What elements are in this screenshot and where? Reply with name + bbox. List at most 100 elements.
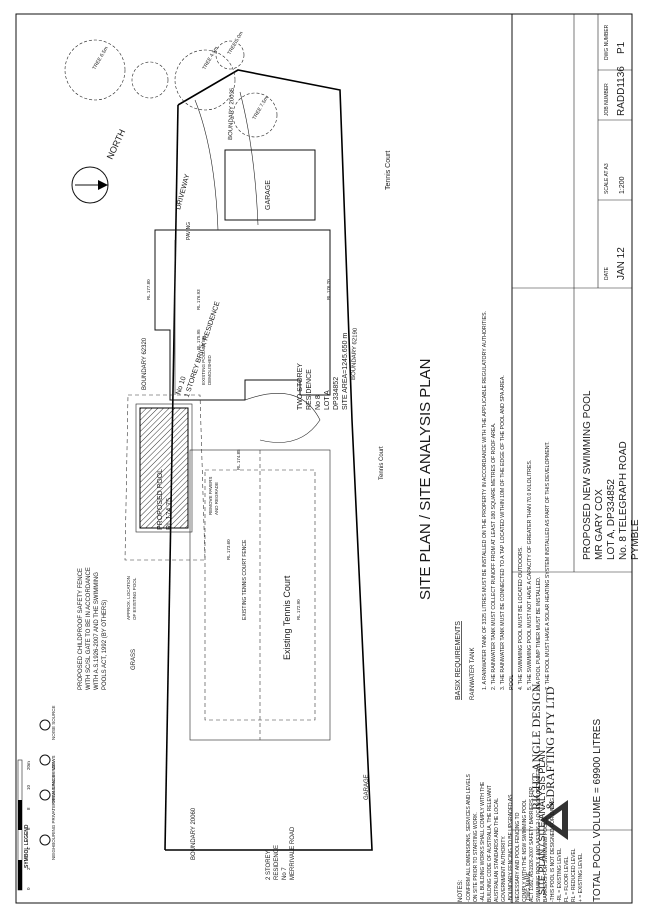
date-label: DATE <box>604 266 610 280</box>
paving-label: PAVING <box>186 222 192 240</box>
scale-value: 1:200 <box>619 176 626 194</box>
scale-tick-label: 4 <box>26 847 31 850</box>
trees <box>64 39 278 138</box>
note-line: GOVERNMENT AUTHORITY. <box>501 836 507 903</box>
basix-pool-title: POOL <box>509 675 515 690</box>
boundary-right-label: BOUNDARY 62190 <box>351 327 359 380</box>
note-line: -RL = EXISTING LEVEL <box>557 848 563 902</box>
approx-pool-1: APPROX. LOCATION <box>126 576 131 620</box>
notes-title: NOTES: <box>458 879 464 902</box>
driveway <box>194 91 259 231</box>
approx-pool-2: OF EXISTING POOL <box>132 577 137 620</box>
tree-label-2: TREE 4.5m <box>202 46 220 71</box>
existing-tennis-fence-label: EXISTING TENNIS COURT FENCE <box>242 539 248 620</box>
existing-pool-demolish-2: DEMOLISHED <box>207 354 212 385</box>
fence-note-1: PROPOSED CHILDPROOF SAFETY FENCE <box>78 568 84 690</box>
residence-label-2: RESIDENCE <box>306 369 313 410</box>
total-pool-volume: TOTAL POOL VOLUME = 69900 LITRES <box>592 719 603 902</box>
rl-level-label: RL 172.90 <box>296 599 301 620</box>
existing-tennis-court <box>189 449 331 741</box>
firm-logo <box>540 800 568 840</box>
garage-2-label: GARAGE <box>364 774 370 800</box>
north-label: NORTH <box>105 128 128 161</box>
residence-label-3: No 8 <box>315 395 322 410</box>
note-line: SWIMMING POOLS AND AS1926.2-LOCATION OF … <box>536 765 542 902</box>
note-line: FL = FLOOR LEVEL <box>564 856 570 902</box>
basix-rainwater-item: 2. THE RAINWATER TANK MUST COLLECT RUNOF… <box>491 423 497 690</box>
neighbour-bottom-4: MERRIVALE ROAD <box>290 826 296 880</box>
proposed-pool-label: PROPOSED POOL <box>157 469 164 530</box>
remove-pavers-2: AND REGRADE <box>214 482 219 515</box>
tree-label-3: TREE 7.5m <box>252 96 270 121</box>
scale-label: SCALE AT A3 <box>604 163 610 194</box>
neighbour-bottom-1: 2 STOREY <box>266 850 272 880</box>
dwg-name-label: DWG NAME <box>526 871 532 900</box>
basix-pool-item: 7. THE POOL MUST HAVE A SOLAR HEATING SY… <box>545 441 551 690</box>
proposed-pool-rl: RL 174.75 <box>166 498 173 530</box>
fence-note-4: POOLS ACT, 1992 (BY OTHERS) <box>102 600 108 690</box>
boundary-top-label: BOUNDARY 20035 <box>228 87 236 140</box>
boundary-left-label: BOUNDARY 20060 <box>191 807 197 860</box>
noise-source-icon <box>39 719 51 731</box>
rl-level-label: RL 173.60 <box>226 539 231 560</box>
job-label: JOB NUMBER <box>604 83 610 116</box>
north-arrow: NORTH <box>71 128 128 204</box>
pool-safety-fence <box>124 394 206 561</box>
title-block: DWG NAME SITE PLAN / SITE ANALYSIS PLAN … <box>511 13 641 904</box>
basix-pool-item: 5. THE SWIMMING POOL MUST NOT HAVE A CAP… <box>527 460 533 690</box>
residence-label: TWO STOREY RESIDENCE No 8 LOT A DP334852… <box>297 333 349 410</box>
boundary-mid-label: BOUNDARY 62320 <box>142 337 148 390</box>
proposed-pool <box>135 403 193 533</box>
grass-label: GRASS <box>131 649 137 670</box>
scale-tick-label: 2 <box>26 867 31 870</box>
scale-tick-label: 8 <box>26 807 31 810</box>
existing-tennis-court-label: Existing Tennis Court <box>282 575 292 660</box>
note-line: ACT 1992, AS1926-2007 SAFETY BARRIERS FO… <box>529 786 535 902</box>
tennis-court-bottom: Tennis Court <box>379 446 385 480</box>
basix-pool-item: 6. A POOL PUMP TIMER MUST BE INSTALLED. <box>536 577 542 690</box>
note-line: RL = REDUCED LEVEL <box>571 848 577 902</box>
rl-level-label: RL 176.93 <box>196 289 201 310</box>
legend-item-2: PREVAILING WINDS <box>51 762 56 805</box>
residence-label-4: LOT A <box>324 390 331 410</box>
fence-note-3: WITH A.S.1926-2007 AND THE SWIMMING <box>94 572 100 690</box>
scale-bar <box>17 759 23 891</box>
driveway-label: DRIVEWAY <box>175 173 191 210</box>
basix-rainwater-item: 1. A RAINWATER TANK OF 3325 LITRES MUST … <box>482 311 488 690</box>
symbol-legend: SYMBOL LEGEND NEIGHBOURING PRIVATE OPEN … <box>24 705 56 868</box>
scale-tick-label: 20m <box>26 761 31 770</box>
date-value: JAN 12 <box>616 247 627 280</box>
rl-level-label: RL 175.95 <box>196 329 201 350</box>
rl-level-label: RL 174.85 <box>236 449 241 470</box>
note-line: -BOUNDARY FENCING TO BE UPGRADED AS <box>508 794 514 902</box>
notes-lines: -CONFIRM ALL DIMENSIONS, SERVICES AND LE… <box>466 765 584 902</box>
rl-level-label: RL 176.20 <box>326 279 331 300</box>
legend-item-3: VIEWS <box>51 755 56 770</box>
rainwater-title: RAINWATER TANK <box>470 648 476 700</box>
wind-icon <box>39 789 51 801</box>
firm-name-line2: & DRAFTING PTY LTD <box>543 686 557 810</box>
remove-pavers-1: REMOVE PAVERS <box>208 477 213 515</box>
legend-item-1: NEIGHBOURING PRIVATE OPEN SPACE <box>51 775 56 860</box>
scale-tick-label: 10 <box>26 784 31 790</box>
tree-label-1: TREE 6.5m <box>92 46 110 71</box>
drawing-title: SITE PLAN / SITE ANALYSIS PLAN <box>417 359 434 600</box>
note-line: AUSTRALIAN STANDARDS AND THE LOCAL <box>494 798 500 902</box>
garden-curve <box>244 393 321 443</box>
existing-pool-demolish-1: EXISTING POOL TO BE <box>201 336 206 385</box>
residence-label-1: TWO STOREY <box>297 363 304 410</box>
scale-tick-label: 0 <box>26 887 31 890</box>
basix-rainwater-item: 3. THE RAINWATER TANK MUST BE CONNECTED … <box>500 375 506 690</box>
basix-lines: 1. A RAINWATER TANK OF 3325 LITRES MUST … <box>482 311 551 690</box>
project-line-5: PYMBLE <box>630 519 641 560</box>
firm-name-line1: RIGHT ANGLE DESIGN <box>529 683 543 810</box>
dwg-no-value: P1 <box>616 41 627 54</box>
residence-footprint <box>154 229 331 401</box>
private-open-space-icon <box>39 834 51 846</box>
neighbour-bottom-2: RESIDENCE <box>274 845 280 880</box>
project-line-1: PROPOSED NEW SWIMMING POOL <box>582 390 593 560</box>
scale-tick-label: 6 <box>26 827 31 830</box>
basix-title: BASIX REQUIREMENTS <box>455 621 462 700</box>
